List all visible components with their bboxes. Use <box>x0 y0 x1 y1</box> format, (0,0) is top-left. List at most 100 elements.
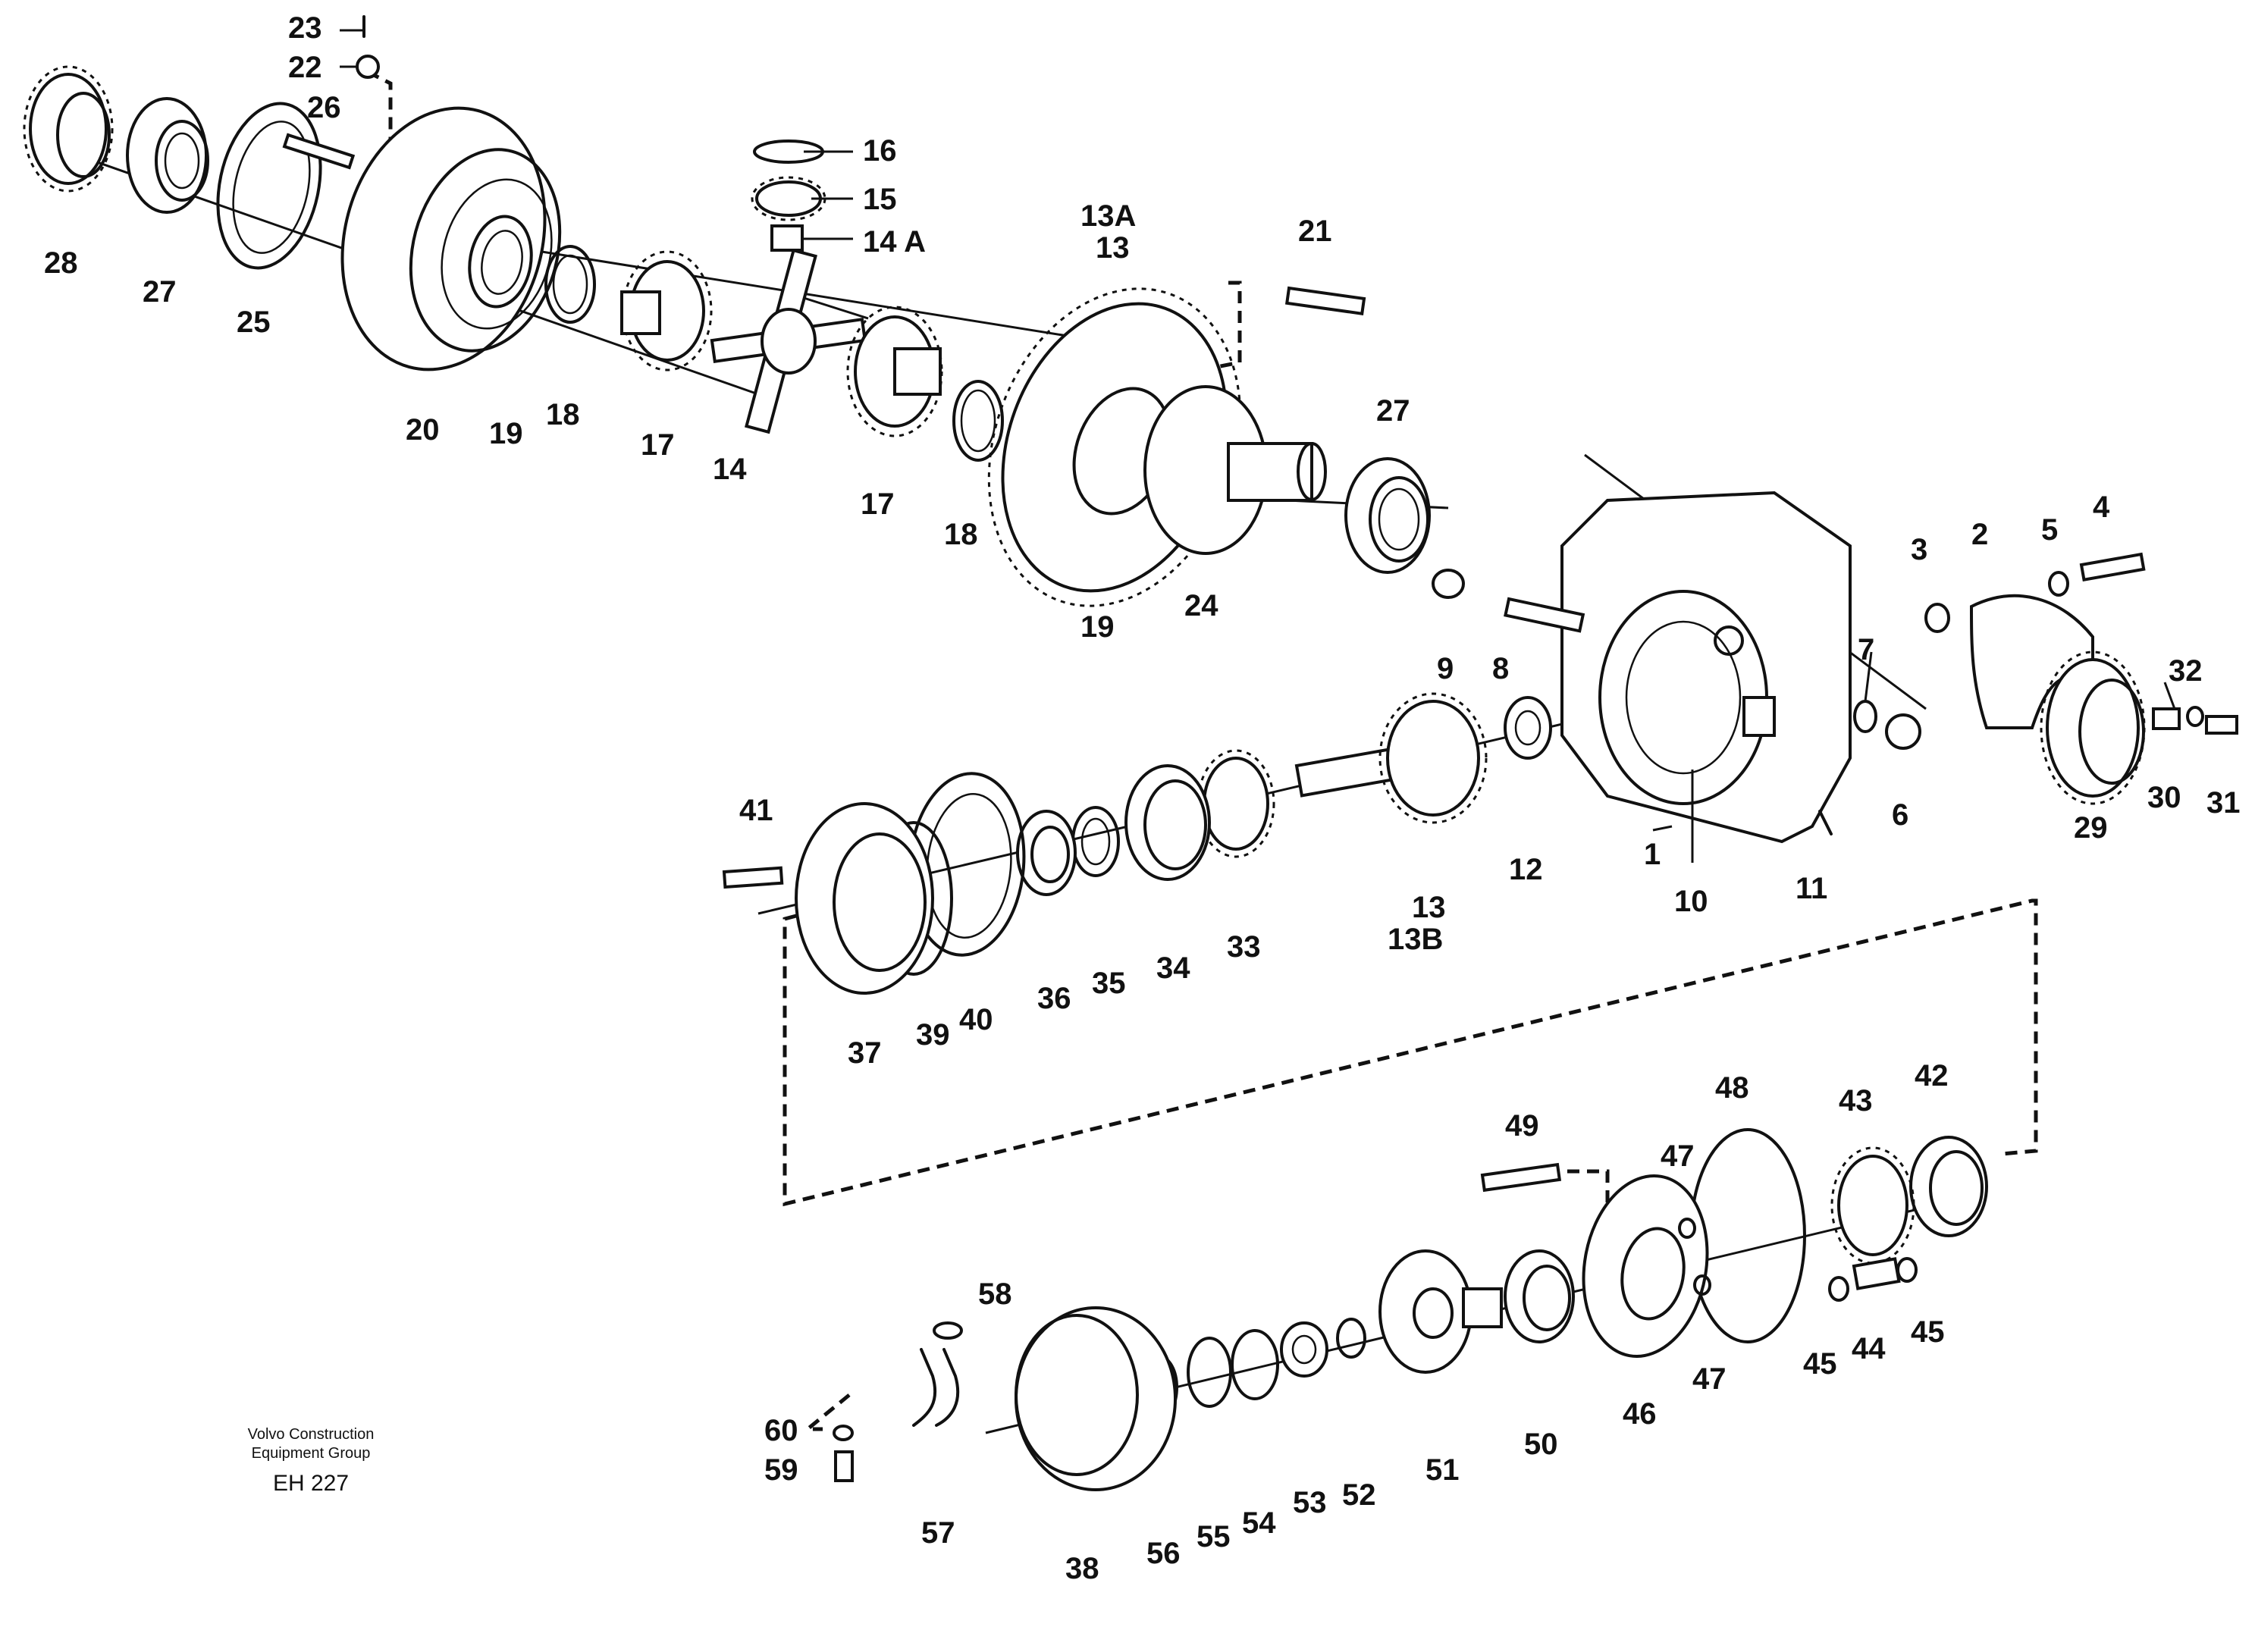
callout-18-left: 18 <box>546 398 580 431</box>
callout-17-right: 17 <box>861 487 895 521</box>
callout-36: 36 <box>1037 982 1071 1015</box>
callout-35: 35 <box>1092 967 1126 1000</box>
callout-58: 58 <box>978 1277 1012 1311</box>
part-9-nut <box>1432 569 1465 599</box>
part-17b-side-gear <box>846 306 943 437</box>
callout-6: 6 <box>1892 798 1908 832</box>
part-32-washer <box>2186 706 2204 727</box>
callout-21: 21 <box>1298 215 1332 248</box>
part-22-nut <box>356 55 380 79</box>
callout-16: 16 <box>863 134 897 168</box>
part-29-ring-nut <box>2040 650 2146 805</box>
callout-8: 8 <box>1492 652 1509 685</box>
part-8-stud <box>1504 597 1585 633</box>
part-59-screw <box>834 1450 854 1482</box>
callout-53: 53 <box>1293 1486 1327 1519</box>
part-24-differential-case <box>1143 385 1327 555</box>
drawing-code: EH 227 <box>272 1471 350 1496</box>
part-43-bearing-cone <box>1830 1146 1915 1265</box>
callout-41: 41 <box>739 794 773 827</box>
callout-37: 37 <box>848 1036 882 1070</box>
part-57-breather-pipe <box>912 1348 960 1427</box>
part-37-cover <box>795 802 934 995</box>
callout-9: 9 <box>1437 652 1454 685</box>
callout-22: 22 <box>288 51 322 84</box>
part-20-differential-housing <box>340 106 562 371</box>
callout-13A: 13A <box>1080 199 1136 233</box>
part-25-shim <box>216 102 322 270</box>
callout-19-left: 19 <box>489 417 523 450</box>
part-3-sleeve <box>1924 603 1950 633</box>
callout-19-right: 19 <box>1080 610 1115 644</box>
callout-2: 2 <box>1971 518 1988 551</box>
callout-39: 39 <box>916 1018 950 1052</box>
callout-59: 59 <box>764 1453 798 1487</box>
callout-46: 46 <box>1623 1397 1657 1431</box>
callout-15: 15 <box>863 183 897 216</box>
part-53-nut <box>1280 1321 1328 1378</box>
callout-14: 14 <box>713 453 747 486</box>
callout-56: 56 <box>1146 1537 1181 1570</box>
callout-45-right: 45 <box>1911 1315 1945 1349</box>
callout-20: 20 <box>406 413 440 447</box>
part-21-bolt <box>1284 286 1366 315</box>
callout-48: 48 <box>1715 1071 1749 1105</box>
part-31-screw <box>2205 715 2238 735</box>
callout-27-left: 27 <box>143 275 177 309</box>
part-34-bearing-cup <box>1124 764 1211 881</box>
part-58-clamp <box>933 1321 963 1340</box>
part-42-bearing-cup <box>1909 1136 1988 1237</box>
part-11-pin <box>1818 810 1833 835</box>
part-26-bolt <box>282 133 356 170</box>
part-41-bolt <box>722 866 784 889</box>
callout-12: 12 <box>1509 853 1543 886</box>
callout-5: 5 <box>2041 513 2058 547</box>
part-52-washer <box>1336 1318 1366 1359</box>
part-12-pilot-bearing <box>1504 696 1552 760</box>
leader-lines <box>340 29 2176 863</box>
callout-24: 24 <box>1184 589 1218 622</box>
part-44-sleeve <box>1852 1257 1901 1290</box>
callout-47-top: 47 <box>1661 1139 1695 1173</box>
part-18b-washer <box>952 380 1004 462</box>
part-54-lock-washer <box>1231 1329 1279 1400</box>
callout-17-left: 17 <box>641 428 675 462</box>
callout-44: 44 <box>1852 1332 1886 1365</box>
part-14A-pinion-sleeve <box>770 224 804 252</box>
callout-29: 29 <box>2074 811 2108 845</box>
callout-31: 31 <box>2206 786 2241 820</box>
callout-28: 28 <box>44 246 78 280</box>
part-46-flange <box>1582 1174 1709 1358</box>
part-4-bolt <box>2079 552 2146 582</box>
callout-40: 40 <box>959 1003 993 1036</box>
callout-45-left: 45 <box>1803 1347 1837 1381</box>
callout-27-right: 27 <box>1376 394 1410 428</box>
credit-line-1: Volvo Construction <box>247 1426 375 1443</box>
callout-13B: 13B <box>1388 923 1443 956</box>
callout-4: 4 <box>2093 491 2110 524</box>
part-49-bolt <box>1480 1162 1562 1193</box>
credit-line-2: Equipment Group <box>251 1445 371 1462</box>
callout-47-bottom: 47 <box>1692 1362 1727 1396</box>
callout-18-right: 18 <box>944 518 978 551</box>
callout-34: 34 <box>1156 951 1190 985</box>
part-55-lock-washer <box>1187 1337 1232 1408</box>
part-19-thrust-washer <box>468 215 533 309</box>
part-33-bearing-cone <box>1196 749 1275 858</box>
callout-3: 3 <box>1911 533 1927 566</box>
part-18-washer <box>544 245 596 324</box>
part-1-carrier-housing <box>1560 491 1852 844</box>
part-28-ring-nut <box>23 65 114 193</box>
callout-23: 23 <box>288 11 322 45</box>
callout-10: 10 <box>1674 885 1708 918</box>
part-50-seal <box>1504 1249 1575 1343</box>
callout-57: 57 <box>921 1516 955 1550</box>
part-47-washers <box>1678 1218 1711 1296</box>
part-36-seal <box>1016 810 1077 896</box>
callout-1: 1 <box>1644 838 1661 871</box>
callout-32: 32 <box>2169 654 2203 688</box>
part-45-washers <box>1828 1257 1918 1302</box>
callout-38: 38 <box>1065 1552 1099 1585</box>
part-38-dust-cover <box>1015 1306 1177 1491</box>
